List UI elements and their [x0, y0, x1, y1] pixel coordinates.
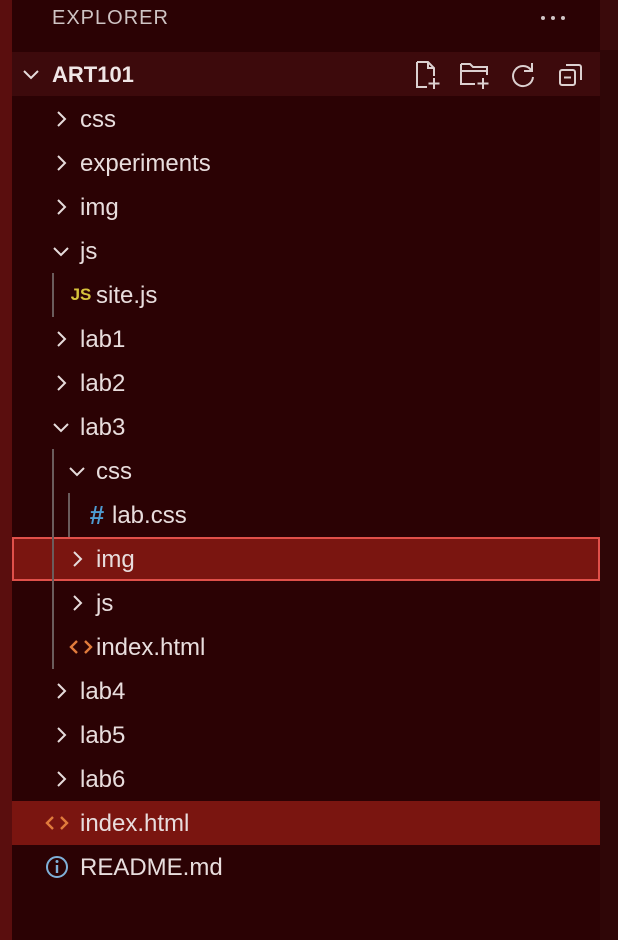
tree-item-label: css	[96, 458, 132, 485]
tree-item-label: js	[80, 238, 98, 265]
javascript-file-icon: JS	[68, 282, 94, 308]
chevron-right-icon	[57, 375, 67, 391]
tree-item-label: index.html	[96, 634, 206, 661]
css-badge-text: #	[89, 499, 105, 530]
explorer-title: EXPLORER	[52, 7, 169, 29]
code-brackets-icon	[45, 816, 69, 830]
chevron-down-icon	[53, 247, 69, 257]
tree-item-label: README.md	[80, 854, 223, 881]
tree-folder-item[interactable]: lab6	[12, 757, 600, 801]
tree-item-label: css	[80, 106, 116, 133]
chevron-right-icon	[57, 727, 67, 743]
tree-file-item[interactable]: # lab.css	[12, 493, 600, 537]
chevron-down-icon	[53, 423, 69, 433]
tree-folder-item[interactable]: lab3	[12, 405, 600, 449]
activity-bar-edge	[0, 0, 12, 940]
tree-folder-item[interactable]: css	[12, 449, 600, 493]
section-actions	[410, 60, 588, 90]
new-file-button[interactable]	[410, 60, 444, 90]
tree-folder-item[interactable]: lab1	[12, 317, 600, 361]
refresh-button[interactable]	[506, 60, 540, 90]
tree-item-label: lab3	[80, 414, 126, 441]
more-actions-button[interactable]	[538, 4, 568, 32]
code-brackets-icon	[69, 640, 93, 654]
indent-guide	[52, 273, 54, 317]
new-file-icon	[416, 61, 440, 89]
tree-file-item[interactable]: README.md	[12, 845, 600, 889]
chevron-right-icon	[57, 683, 67, 699]
tree-folder-item[interactable]: js	[12, 229, 600, 273]
tree-folder-item[interactable]: js	[12, 581, 600, 625]
chevron-right-icon	[57, 111, 67, 127]
chevron-right-icon	[73, 551, 83, 567]
explorer-header: EXPLORER	[12, 0, 600, 36]
info-icon	[44, 854, 70, 880]
html-file-icon	[44, 810, 70, 836]
ellipsis-icon	[541, 16, 565, 20]
tree-item-label: index.html	[80, 810, 190, 837]
css-file-icon: #	[84, 499, 110, 530]
tree-item-label: site.js	[96, 282, 158, 309]
html-file-icon	[68, 634, 94, 660]
collapse-all-icon	[559, 64, 582, 86]
tree-item-label: lab6	[80, 766, 126, 793]
tree-folder-item[interactable]: experiments	[12, 141, 600, 185]
chevron-down-icon	[23, 70, 39, 80]
tree-item-label: lab2	[80, 370, 126, 397]
indent-guide	[52, 449, 54, 669]
workspace-section-header[interactable]: ART101	[12, 52, 600, 96]
refresh-icon	[512, 63, 534, 88]
tree-item-label: lab5	[80, 722, 126, 749]
tree-file-item[interactable]: index.html	[12, 801, 600, 845]
indent-guide	[68, 493, 70, 537]
tree-item-label: lab4	[80, 678, 126, 705]
chevron-right-icon	[57, 199, 67, 215]
tree-item-label: img	[96, 546, 135, 573]
tree-folder-item[interactable]: css	[12, 97, 600, 141]
new-folder-button[interactable]	[458, 60, 492, 90]
editor-edge	[600, 0, 618, 940]
chevron-right-icon	[57, 155, 67, 171]
tree-folder-item[interactable]: lab2	[12, 361, 600, 405]
workspace-title: ART101	[52, 62, 134, 87]
tree-folder-item[interactable]: lab5	[12, 713, 600, 757]
editor-tab-edge	[600, 0, 618, 50]
tree-folder-item[interactable]: lab4	[12, 669, 600, 713]
tree-item-label: experiments	[80, 150, 211, 177]
tree-folder-item[interactable]: img	[12, 185, 600, 229]
explorer-panel: EXPLORER ART101	[12, 0, 600, 940]
tree-file-item[interactable]: index.html	[12, 625, 600, 669]
js-badge-text: JS	[70, 285, 92, 304]
chevron-down-icon	[69, 467, 85, 477]
info-circle-icon	[46, 856, 68, 878]
tree-item-label: lab.css	[112, 502, 187, 529]
chevron-right-icon	[73, 595, 83, 611]
tree-item-label: js	[96, 590, 114, 617]
tree-item-label: lab1	[80, 326, 126, 353]
tree-item-label: img	[80, 194, 119, 221]
chevron-right-icon	[57, 771, 67, 787]
new-folder-icon	[460, 63, 489, 89]
chevron-right-icon	[57, 331, 67, 347]
collapse-all-button[interactable]	[554, 60, 588, 90]
tree-folder-item[interactable]: img	[12, 537, 600, 581]
